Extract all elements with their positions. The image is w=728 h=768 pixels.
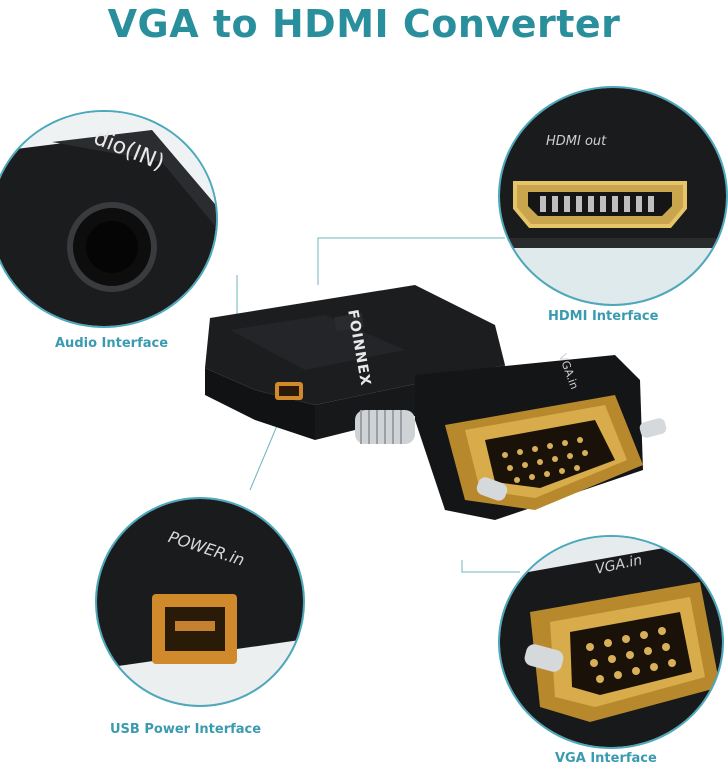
power-port-closeup: POWER.in xyxy=(95,497,305,707)
converter-product-image: FOINNEX VGA.in xyxy=(195,270,675,570)
audio-interface-label: Audio Interface xyxy=(55,336,169,351)
hdmi-interface-label: HDMI Interface xyxy=(548,309,659,324)
vga-port-closeup: VGA.in xyxy=(498,535,724,749)
hdmi-port-closeup: HDMI out xyxy=(498,86,728,306)
usb-power-interface-label: USB Power Interface xyxy=(110,722,262,737)
audio-port-closeup: dio(IN) xyxy=(0,110,218,328)
vga-interface-label: VGA Interface xyxy=(555,751,657,766)
page-title: VGA to HDMI Converter xyxy=(107,2,621,46)
hdmi-port-text: HDMI out xyxy=(546,134,607,149)
